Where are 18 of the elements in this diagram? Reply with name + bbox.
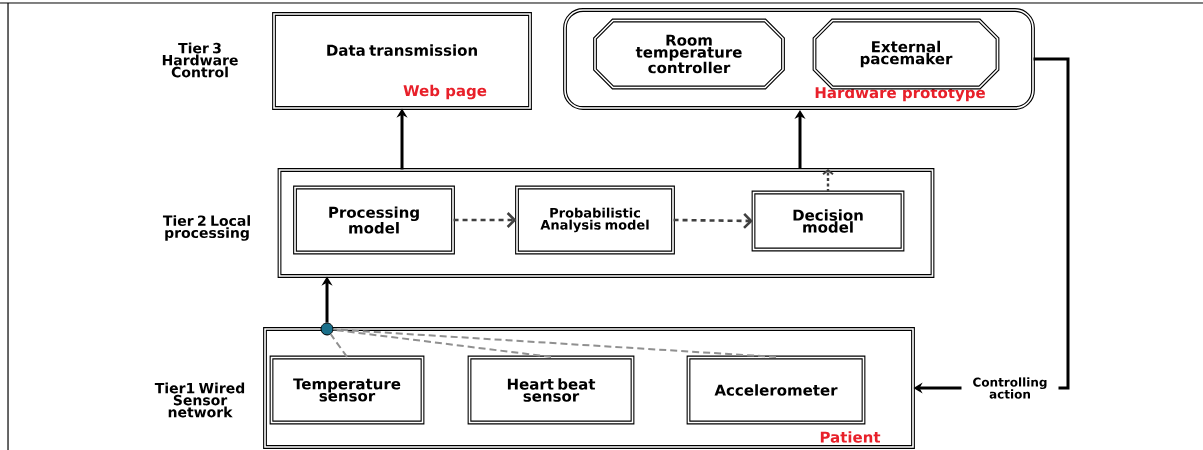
tier-label: Tier 2 Local processing bbox=[162, 215, 250, 241]
process-box bbox=[277, 168, 935, 278]
process-box: Temperature sensor bbox=[269, 355, 425, 425]
process-box: Accelerometer bbox=[686, 355, 866, 425]
arrow bbox=[822, 168, 834, 192]
arrow bbox=[673, 212, 753, 229]
process-box: Data transmission Web page bbox=[272, 12, 532, 110]
arrow bbox=[453, 212, 517, 228]
process-box: Decision model bbox=[751, 190, 905, 252]
connector-line bbox=[329, 333, 348, 358]
connector-line bbox=[332, 328, 777, 358]
process-box: Processing model bbox=[293, 185, 455, 255]
tier-label: Tier 3 Hardware Control bbox=[162, 42, 238, 78]
device-box: Room temperature controller bbox=[593, 18, 785, 90]
tier-label: Tier1 Wired Sensor network bbox=[154, 382, 245, 418]
process-box: Probabilistic Analysis model bbox=[515, 185, 675, 255]
process-box: Heart beat sensor bbox=[467, 355, 635, 425]
edge-label: Controlling action bbox=[961, 376, 1059, 400]
